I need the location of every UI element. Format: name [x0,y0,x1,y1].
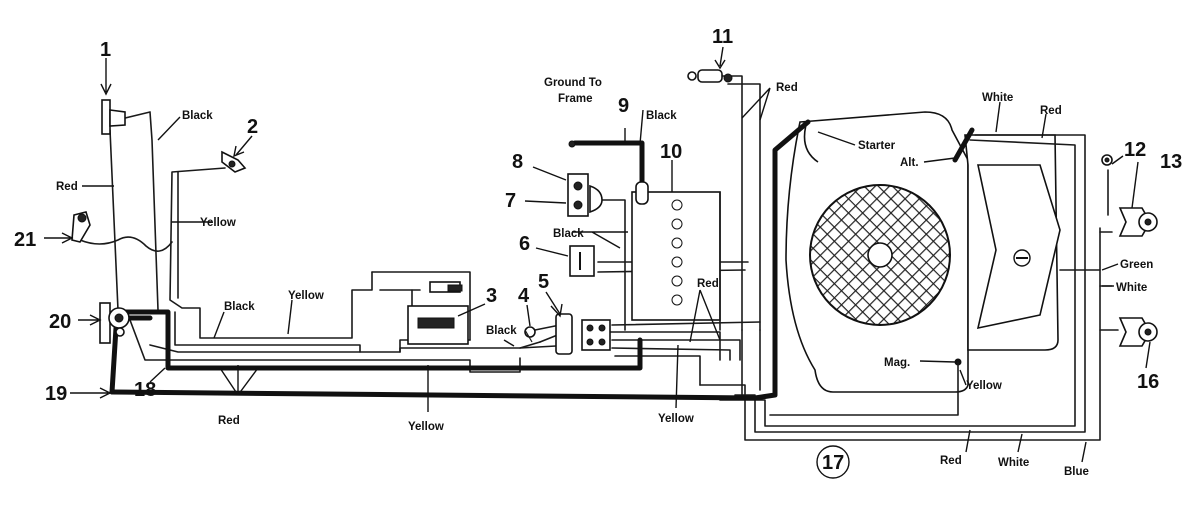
wire-label-red: Red [56,181,78,193]
wire-label-blue: Blue [1064,466,1089,478]
callout-6: 6 [519,233,530,255]
wire-label-yellow: Yellow [408,421,444,433]
ignition-module [99,302,130,344]
wire-label-yellow: Yellow [288,290,324,302]
ground-to-frame-label-2: Frame [558,93,593,105]
callout-10: 10 [660,141,682,163]
callout-21: 21 [14,229,36,251]
callout-11: 11 [712,26,733,48]
light-switch [569,245,595,277]
wire-label-red: Red [218,415,240,427]
callout-9: 9 [618,95,629,117]
ammeter [567,173,603,217]
callout-12: 12 [1124,139,1146,161]
wire-label-white: White [1116,282,1147,294]
leader-lines [44,46,1151,463]
mag-label: Mag. [884,357,910,369]
wire-label-white: White [982,92,1013,104]
callout-13: 13 [1160,151,1182,173]
wire-label-black: Black [553,228,584,240]
wiring-harness [79,75,1119,441]
solenoid [407,281,469,345]
wire-label-black: Black [646,110,677,122]
wire-label-red: Red [940,455,962,467]
callout-4: 4 [518,285,530,307]
callout-16: 16 [1137,371,1159,393]
wire-label-white: White [998,457,1029,469]
wire-label-black: Black [486,325,517,337]
wire-label-yellow: Yellow [200,217,236,229]
wire-label-red: Red [697,278,719,290]
callout-1: 1 [100,39,111,61]
callout-7: 7 [505,190,516,212]
key-switch [555,313,611,355]
ground-to-frame-label-1: Ground To [544,77,602,89]
wire-label-green: Green [1120,259,1153,271]
wire-label-black: Black [182,110,213,122]
fuse-inline [687,69,733,83]
wire-label-red: Red [776,82,798,94]
callout-17: 17 [822,452,844,474]
clutch-switch [221,150,247,173]
starter-label: Starter [858,140,896,152]
callout-8: 8 [512,151,523,173]
callout-18: 18 [134,379,156,401]
wire-label-yellow: Yellow [966,380,1002,392]
fuse-holder [635,181,649,205]
engine [785,111,1061,393]
headlight-lower [1118,317,1158,347]
callout-17-circle [816,445,850,479]
wire-label-yellow: Yellow [658,413,694,425]
ground-terminal [568,140,576,148]
callout-2: 2 [247,116,258,138]
wire-label-black: Black [224,301,255,313]
callout-5: 5 [538,271,549,293]
alt-label: Alt. [900,157,919,169]
headlight-upper [1118,207,1158,237]
wire-label-red: Red [1040,105,1062,117]
callout-19: 19 [45,383,67,405]
pto-switch [71,211,91,243]
ground-bolt [1101,154,1113,166]
callout-20: 20 [49,311,71,333]
seat-switch [101,99,126,135]
key-switch-terminal [524,326,536,343]
starter-motor [803,124,819,163]
callout-3: 3 [486,285,497,307]
